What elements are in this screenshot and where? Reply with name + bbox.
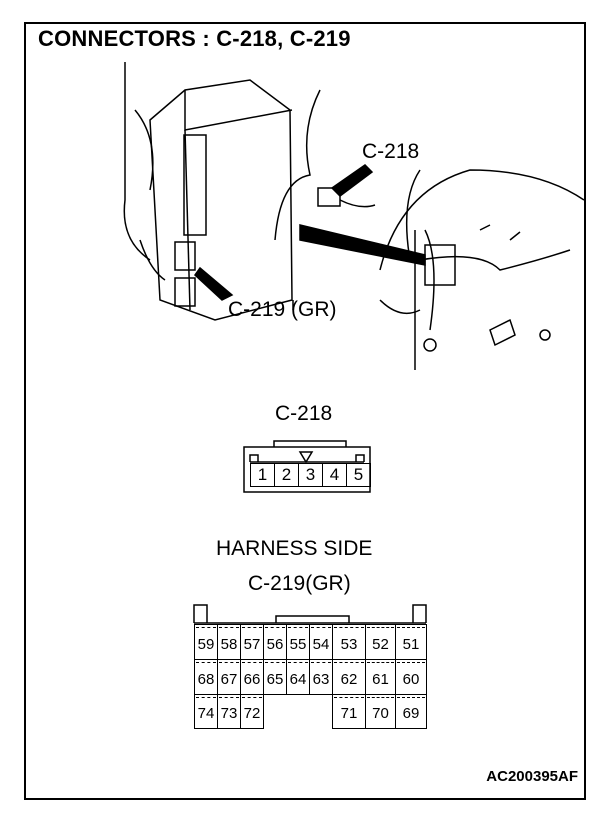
c219-pin: 53 — [332, 624, 366, 660]
c219-connector-shape — [174, 241, 196, 271]
control-unit-body — [149, 79, 293, 321]
c219-pin: 68 — [194, 659, 218, 695]
lock-triangle-icon — [298, 451, 314, 464]
c219-pin: 71 — [332, 694, 366, 729]
c219-pin: 58 — [217, 624, 241, 660]
c219-pin: 52 — [365, 624, 396, 660]
figure-code: AC200395AF — [486, 768, 578, 785]
c219-pin: 56 — [263, 624, 287, 660]
c218-pin: 1 — [250, 463, 275, 487]
c219-label: C-219(GR) — [248, 572, 351, 595]
diagram-title: CONNECTORS : C-218, C-219 — [38, 26, 351, 51]
c219-arrow — [194, 266, 234, 301]
c219-pin: 69 — [395, 694, 427, 729]
c219-pin: 60 — [395, 659, 427, 695]
c219-callout: C-219 (GR) — [228, 298, 337, 321]
c219-pin: 59 — [194, 624, 218, 660]
c218-connector-shape — [317, 187, 341, 207]
c219-pin: 70 — [365, 694, 396, 729]
harness-side-label: HARNESS SIDE — [216, 537, 373, 560]
c219-pin: 65 — [263, 659, 287, 695]
c219-pin: 57 — [240, 624, 264, 660]
c218-pin: 4 — [323, 463, 347, 487]
c218-pin: 2 — [275, 463, 299, 487]
c219-pin: 63 — [309, 659, 333, 695]
c218-label: C-218 — [275, 402, 333, 425]
c219-pin: 61 — [365, 659, 396, 695]
c218-pin: 5 — [347, 463, 371, 487]
c219-pin: 72 — [240, 694, 264, 729]
c218-pin: 3 — [299, 463, 323, 487]
c219-pin: 51 — [395, 624, 427, 660]
c219-pin: 62 — [332, 659, 366, 695]
diagram-frame — [24, 22, 586, 800]
c218-pin-row: 1 2 3 4 5 — [250, 463, 371, 487]
c219-pin: 66 — [240, 659, 264, 695]
c219-pin: 64 — [286, 659, 310, 695]
c219-pin: 54 — [309, 624, 333, 660]
c219-pin: 73 — [217, 694, 241, 729]
c218-arrow — [330, 164, 374, 197]
c219-pin: 55 — [286, 624, 310, 660]
c218-callout: C-218 — [362, 140, 420, 163]
c219-pin: 67 — [217, 659, 241, 695]
c219-pin: 74 — [194, 694, 218, 729]
